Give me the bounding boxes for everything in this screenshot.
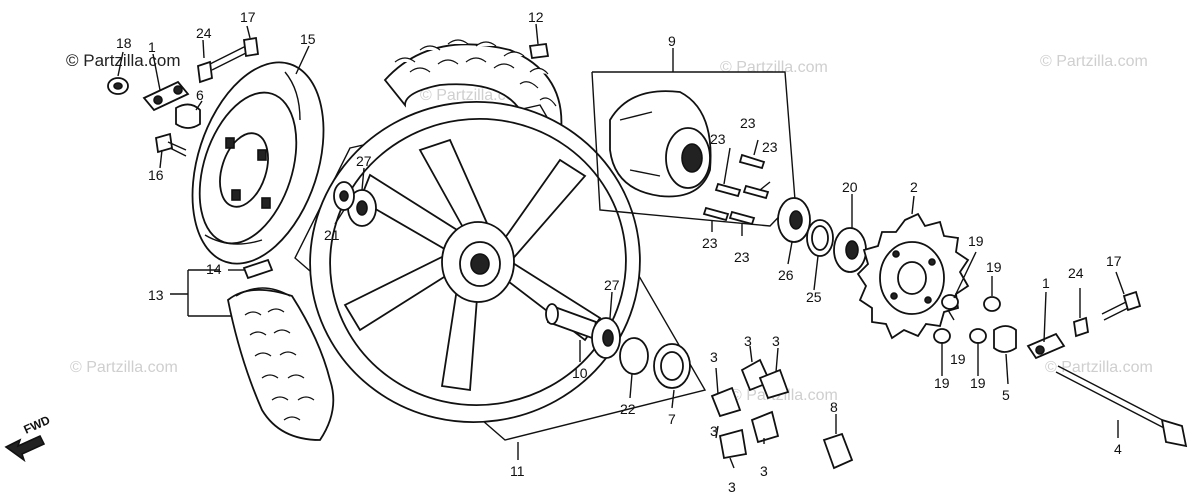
callout-3-b: 3 — [744, 333, 752, 349]
callout-26: 26 — [778, 267, 794, 283]
dampers-3 — [710, 358, 790, 460]
callout-16: 16 — [148, 167, 164, 183]
left-axle-parts — [545, 303, 691, 389]
callout-23-e: 23 — [734, 249, 750, 265]
callout-18: 18 — [116, 35, 132, 51]
brake-disc — [191, 61, 325, 265]
callout-1-right: 1 — [1042, 275, 1050, 291]
callout-21: 21 — [324, 227, 340, 243]
callout-8: 8 — [830, 399, 838, 415]
callout-27-right: 27 — [604, 277, 620, 293]
valve-cap-12 — [528, 42, 550, 60]
callout-19-b: 19 — [986, 259, 1002, 275]
callout-5: 5 — [1002, 387, 1010, 403]
callout-3-f: 3 — [728, 479, 736, 495]
callout-20: 20 — [842, 179, 858, 195]
callout-11: 11 — [510, 463, 525, 479]
cap-8 — [822, 432, 854, 470]
callout-19-c: 19 — [950, 351, 966, 367]
callout-13: 13 — [148, 287, 164, 303]
right-small-parts — [1026, 290, 1142, 360]
callout-19-d: 19 — [934, 375, 950, 391]
callout-25: 25 — [806, 289, 822, 305]
callout-9: 9 — [668, 33, 676, 49]
bearing-right — [777, 197, 867, 273]
callout-23-b: 23 — [740, 115, 756, 131]
watermark: © Partzilla.com — [720, 59, 828, 76]
callout-23-a: 23 — [710, 131, 726, 147]
callout-7: 7 — [668, 411, 676, 427]
fwd-label: FWD — [22, 413, 53, 437]
callout-1-left: 1 — [148, 39, 156, 55]
watermark: © Partzilla.com — [1040, 53, 1148, 70]
callout-23-c: 23 — [762, 139, 778, 155]
callout-6: 6 — [196, 87, 204, 103]
callout-10: 10 — [572, 365, 588, 381]
callout-4: 4 — [1114, 441, 1122, 457]
callout-19-e: 19 — [970, 375, 986, 391]
callout-3-a: 3 — [710, 349, 718, 365]
callout-3-e: 3 — [760, 463, 768, 479]
callout-17-left: 17 — [240, 9, 256, 25]
callout-3-c: 3 — [772, 333, 780, 349]
callout-14: 14 — [206, 261, 222, 277]
callout-15: 15 — [300, 31, 316, 47]
callout-12: 12 — [528, 9, 544, 25]
collar-6 — [175, 103, 201, 129]
bolt-16-head — [154, 132, 174, 154]
collar-5 — [993, 325, 1017, 353]
cast-wheel — [309, 101, 641, 423]
fwd-arrow: FWD — [4, 413, 53, 463]
leader-lines — [117, 23, 1125, 469]
callout-27-left: 27 — [356, 153, 372, 169]
callout-24-right: 24 — [1068, 265, 1084, 281]
callout-23-d: 23 — [702, 235, 718, 251]
callout-19-a: 19 — [968, 233, 984, 249]
tire-bottom — [227, 287, 335, 441]
watermark: © Partzilla.com — [70, 359, 178, 376]
studs-23 — [702, 153, 770, 226]
nuts-19 — [933, 294, 1001, 344]
nut-24 — [197, 60, 213, 84]
callout-2: 2 — [910, 179, 918, 195]
left-small-parts — [107, 36, 260, 157]
callout-24-left: 24 — [196, 25, 212, 41]
watermark: © Partzilla.com — [1045, 359, 1153, 376]
sprocket — [856, 212, 970, 340]
bolt-17-head — [242, 36, 260, 58]
callout-17-right: 17 — [1106, 253, 1122, 269]
valve-14 — [242, 258, 274, 280]
callout-22: 22 — [620, 401, 636, 417]
watermark: © Partzilla.com — [730, 387, 838, 404]
callout-3-d: 3 — [710, 423, 718, 439]
axle-4 — [1055, 365, 1188, 448]
watermark-main: © Partzilla.com — [66, 51, 181, 70]
callouts: 18 1 24 17 15 6 16 12 9 27 21 14 13 11 1… — [116, 9, 1122, 495]
